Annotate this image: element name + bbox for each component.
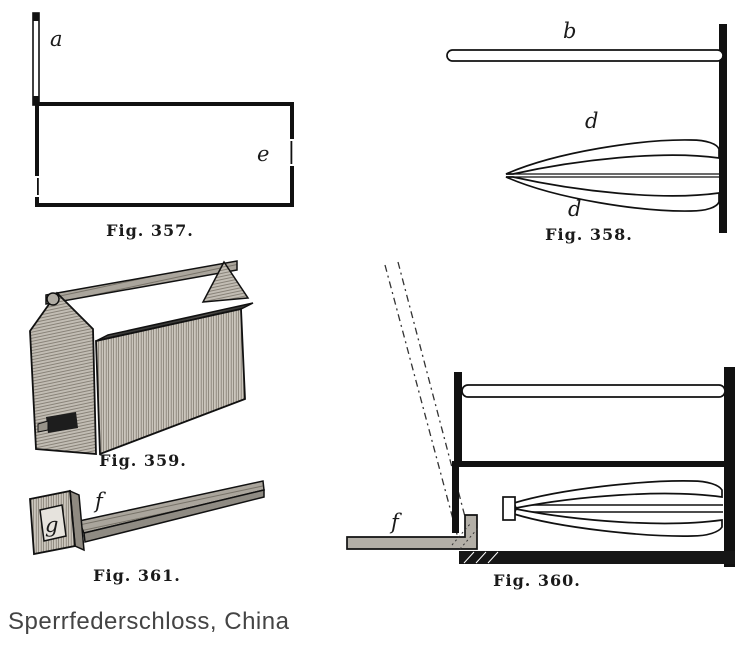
- fig361-label-f: f: [93, 489, 106, 513]
- fig360-spring-shaft: [512, 504, 723, 513]
- fig357-staple-pin-bottom: [32, 96, 40, 105]
- fig359-handle-bar: [45, 260, 238, 305]
- fig361-staple-opening: [39, 504, 67, 542]
- figure-359: Fig. 359.: [29, 260, 254, 470]
- fig360-spring-head: [502, 496, 516, 521]
- fig360-case-top-wall: [452, 461, 735, 467]
- fig359-bolt-end: [37, 420, 49, 433]
- fig359-handle-pin: [46, 292, 60, 306]
- figure-357: a e Fig. 357.: [31, 12, 298, 240]
- fig358-label-d-top: d: [585, 109, 598, 133]
- fig360-bottom-wall-hatch: [463, 551, 499, 564]
- fig357-label-a: a: [50, 27, 63, 51]
- fig361-label-g: g: [45, 513, 58, 537]
- fig358-spring-upper: [505, 139, 720, 175]
- fig358-caption: Fig. 358.: [545, 225, 633, 244]
- fig360-spring-upper: [512, 480, 723, 509]
- fig357-staple-pin: [32, 12, 40, 106]
- fig360-projection-line-1: [384, 264, 459, 539]
- fig357-right-slit: [290, 141, 293, 164]
- fig360-spring-lower: [512, 508, 723, 537]
- fig360-label-f: f: [389, 510, 402, 534]
- fig357-lock-plate: [35, 102, 294, 207]
- fig361-bar-top-face: [77, 480, 265, 534]
- fig360-case-bottom-wall: [459, 551, 735, 564]
- fig360-left-post: [454, 372, 462, 464]
- fig358-label-d-bottom: d: [568, 197, 581, 221]
- fig359-left-end-panel: [29, 291, 97, 455]
- fig358-spring-shaft: [506, 173, 719, 178]
- fig360-caption: Fig. 360.: [493, 571, 581, 590]
- figure-361: g f Fig. 361.: [29, 480, 265, 585]
- fig360-bolt: [461, 384, 726, 398]
- fig357-left-slit: [37, 178, 39, 195]
- fig359-key-slot: [46, 412, 78, 433]
- fig361-caption: Fig. 361.: [93, 566, 181, 585]
- fig358-wall: [719, 24, 727, 233]
- fig358-spring-lower: [505, 176, 720, 212]
- fig360-key: [346, 514, 478, 550]
- figure-358: b d d Fig. 358.: [446, 19, 727, 244]
- fig360-case-left-wall: [452, 461, 459, 533]
- fig357-caption: Fig. 357.: [106, 221, 194, 240]
- fig359-caption: Fig. 359.: [99, 451, 187, 470]
- fig357-label-e: e: [257, 142, 269, 166]
- fig357-staple-pin-top: [32, 13, 40, 21]
- figure-360: f Fig. 360.: [346, 261, 735, 590]
- fig359-right-gable: [201, 260, 250, 303]
- page-caption: Sperrfederschloss, China: [8, 608, 290, 635]
- fig358-label-b: b: [563, 19, 576, 43]
- fig358-bolt: [446, 49, 724, 62]
- fig361-bar-side-face: [83, 489, 265, 543]
- fig359-front-face: [95, 307, 246, 456]
